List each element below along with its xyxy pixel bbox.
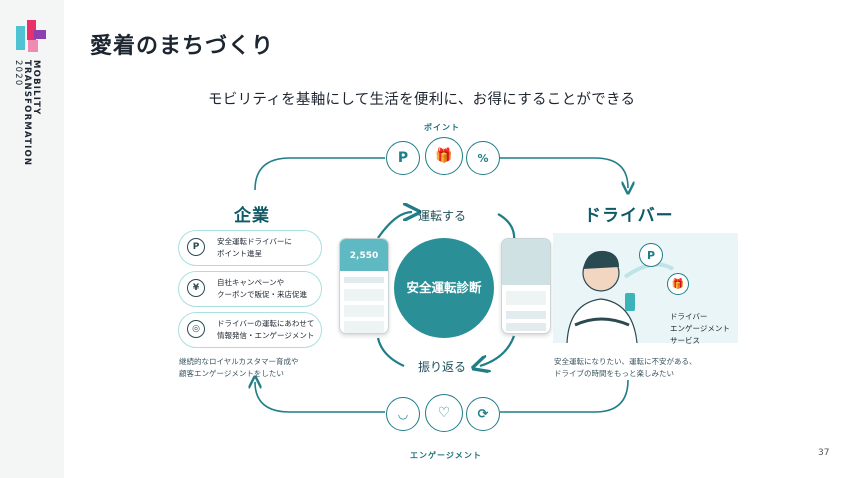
cycle-bottom-label: 振り返る xyxy=(418,360,467,374)
phone-left: 2,550 xyxy=(339,238,389,334)
company-heading: 企業 xyxy=(234,206,270,226)
driver-illustration xyxy=(566,250,675,344)
driver-service-label: ドライバー エンゲージメント サービス xyxy=(670,312,730,345)
company-item-text: ドライバーの運転にあわせて 情報発信・エンゲージメント xyxy=(217,319,315,340)
company-item-text: 自社キャンペーンや クーポンで販促・来店促進 xyxy=(217,278,307,299)
page-title: 愛着のまちづくり xyxy=(90,34,275,59)
heart-icon: ♡ xyxy=(425,394,463,432)
gift-icon: 🎁 xyxy=(425,137,463,175)
coupon-icon: % xyxy=(466,141,500,175)
phone-right xyxy=(501,238,551,334)
company-item-engagement: ◎ ドライバーの運転にあわせて 情報発信・エンゲージメント xyxy=(178,312,322,348)
engagement-label: エンゲージメント xyxy=(410,451,482,460)
brand-logo xyxy=(16,20,46,52)
parking-icon: P xyxy=(187,238,205,256)
refresh-icon: ⟳ xyxy=(466,397,500,431)
points-label: ポイント xyxy=(424,123,460,132)
company-item-points: P 安全運転ドライバーに ポイント進呈 xyxy=(178,230,322,266)
side-panel xyxy=(0,0,64,478)
driver-caption: 安全運転になりたい、運転に不安がある、 ドライブの時間をもっと楽しみたい xyxy=(554,357,697,378)
driver-illustration-card: P 🎁 ドライバー エンゲージメント サービス xyxy=(553,233,738,345)
page-subtitle: モビリティを基軸にして生活を便利に、お得にすることができる xyxy=(208,92,636,108)
parking-point-icon: P xyxy=(386,141,420,175)
yen-icon: ¥ xyxy=(187,279,205,297)
company-caption: 継続的なロイヤルカスタマー育成や 顧客エンゲージメントをしたい xyxy=(179,357,299,378)
company-item-coupon: ¥ 自社キャンペーンや クーポンで販促・来店促進 xyxy=(178,271,322,307)
driver-heading: ドライバー xyxy=(584,206,674,226)
cycle-top-label: 運転する xyxy=(418,209,467,223)
safe-driving-diagnosis: 安全運転診断 xyxy=(394,238,494,338)
page-number: 37 xyxy=(818,448,830,458)
company-item-text: 安全運転ドライバーに ポイント進呈 xyxy=(217,237,292,258)
point-icon: P xyxy=(639,243,663,267)
phone-left-score: 2,550 xyxy=(340,239,388,271)
smile-icon: ◡ xyxy=(386,397,420,431)
steering-wheel-icon: ◎ xyxy=(187,320,205,338)
gift-icon: 🎁 xyxy=(667,273,689,295)
